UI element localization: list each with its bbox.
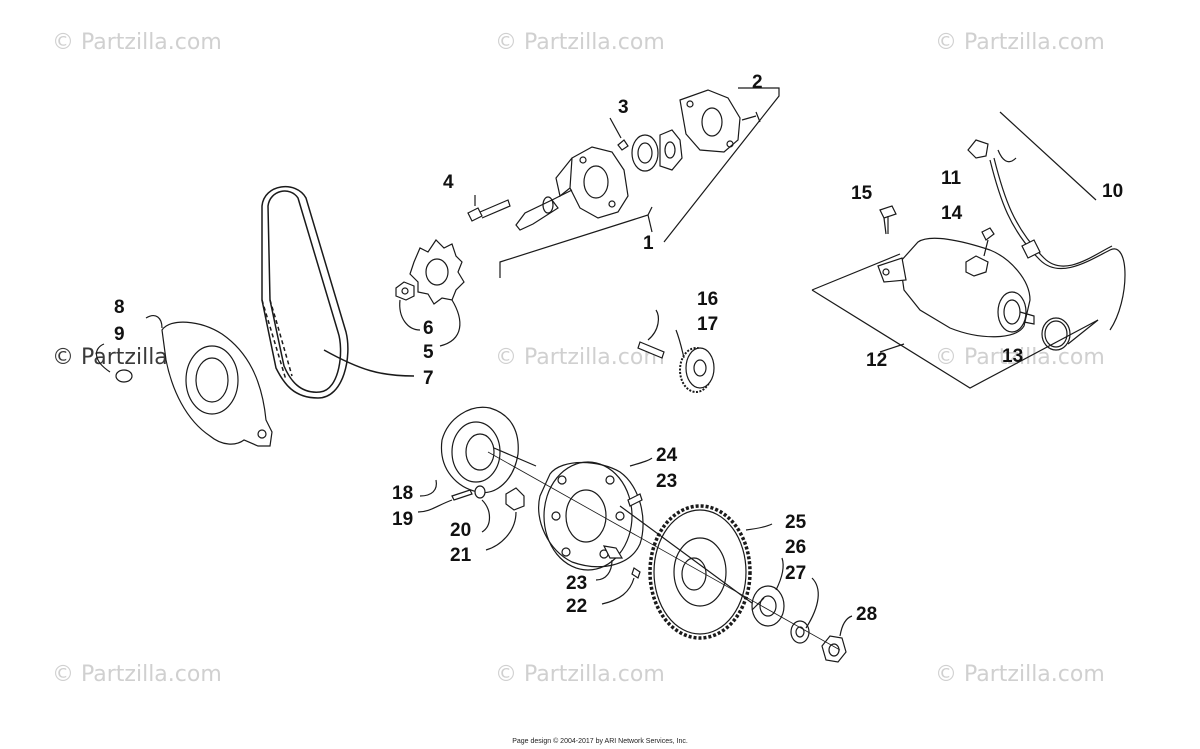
watermark: © Partzilla.com bbox=[495, 662, 665, 687]
watermark: © Partzilla.com bbox=[935, 345, 1105, 370]
footer-copyright: Page design © 2004-2017 by ARI Network S… bbox=[512, 738, 688, 745]
starter-clutch-24 bbox=[538, 457, 653, 571]
watermark: © Partzilla.com bbox=[495, 345, 665, 370]
callout-21: 21 bbox=[450, 545, 472, 566]
oil-pump-group bbox=[499, 87, 780, 278]
callout-27: 27 bbox=[785, 563, 806, 584]
callout-18: 18 bbox=[392, 483, 413, 504]
callout-8: 8 bbox=[114, 297, 125, 318]
starter-motor bbox=[877, 237, 1035, 338]
callout-24: 24 bbox=[656, 445, 678, 466]
shaft-16 bbox=[637, 309, 665, 359]
watermark: © Partzilla.com bbox=[935, 662, 1105, 687]
callout-14: 14 bbox=[941, 203, 963, 224]
chain-7 bbox=[261, 185, 415, 399]
washer-27 bbox=[790, 577, 819, 644]
callout-13: 13 bbox=[1002, 346, 1023, 367]
nut-14 bbox=[981, 227, 995, 257]
callout-20: 20 bbox=[450, 520, 471, 541]
callout-7: 7 bbox=[423, 368, 434, 389]
bearing-26 bbox=[751, 557, 785, 627]
gear-25 bbox=[619, 504, 773, 640]
bolt-4 bbox=[467, 195, 511, 222]
cable-11 bbox=[967, 139, 1126, 331]
watermark: © Partzilla.com bbox=[935, 30, 1105, 55]
callout-4: 4 bbox=[443, 172, 454, 193]
callout-10: 10 bbox=[1102, 181, 1123, 202]
bolt-15 bbox=[879, 205, 897, 235]
watermark: © Partzilla.com bbox=[495, 30, 665, 55]
watermark: © Partzilla.com bbox=[52, 30, 222, 55]
nut-6 bbox=[395, 281, 421, 331]
pump-shaft bbox=[515, 189, 573, 231]
roller-20 bbox=[474, 485, 491, 533]
cover-8 bbox=[145, 315, 273, 447]
callout-12: 12 bbox=[866, 350, 887, 371]
o-ring-13 bbox=[1041, 317, 1071, 351]
nut-28 bbox=[821, 615, 853, 663]
callout-15: 15 bbox=[851, 183, 873, 204]
callout-22: 22 bbox=[566, 596, 587, 617]
callout-labels: 1 2 3 4 5 6 7 8 9 10 11 12 13 14 15 16 1… bbox=[114, 72, 1123, 625]
callout-2: 2 bbox=[752, 72, 763, 93]
callout-23-upper: 23 bbox=[656, 471, 677, 492]
pump-cover bbox=[679, 89, 741, 153]
callout-11: 11 bbox=[941, 168, 962, 189]
bolt-23-lower bbox=[595, 545, 624, 581]
plate-18 bbox=[419, 406, 537, 497]
callout-19: 19 bbox=[392, 509, 413, 530]
starter-bracket bbox=[811, 111, 1099, 389]
callout-25: 25 bbox=[785, 512, 807, 533]
gear-17 bbox=[675, 329, 715, 393]
pump-rotors bbox=[631, 129, 683, 172]
plug-9 bbox=[95, 343, 133, 383]
watermark: © Partzilla.com bbox=[52, 662, 222, 687]
cap-21 bbox=[485, 487, 525, 551]
sprocket-5 bbox=[409, 239, 465, 347]
callout-3: 3 bbox=[618, 97, 629, 118]
bolt-23-upper bbox=[627, 493, 643, 507]
callout-1: 1 bbox=[643, 233, 654, 254]
pin-22 bbox=[601, 567, 641, 605]
callout-26: 26 bbox=[785, 537, 806, 558]
callout-5: 5 bbox=[423, 342, 434, 363]
pump-body bbox=[555, 146, 629, 219]
spring-19 bbox=[417, 489, 473, 513]
callout-6: 6 bbox=[423, 318, 434, 339]
callout-28: 28 bbox=[856, 604, 877, 625]
callout-16: 16 bbox=[697, 289, 718, 310]
callout-23-lower: 23 bbox=[566, 573, 587, 594]
callout-9: 9 bbox=[114, 324, 125, 345]
callout-17: 17 bbox=[697, 314, 718, 335]
